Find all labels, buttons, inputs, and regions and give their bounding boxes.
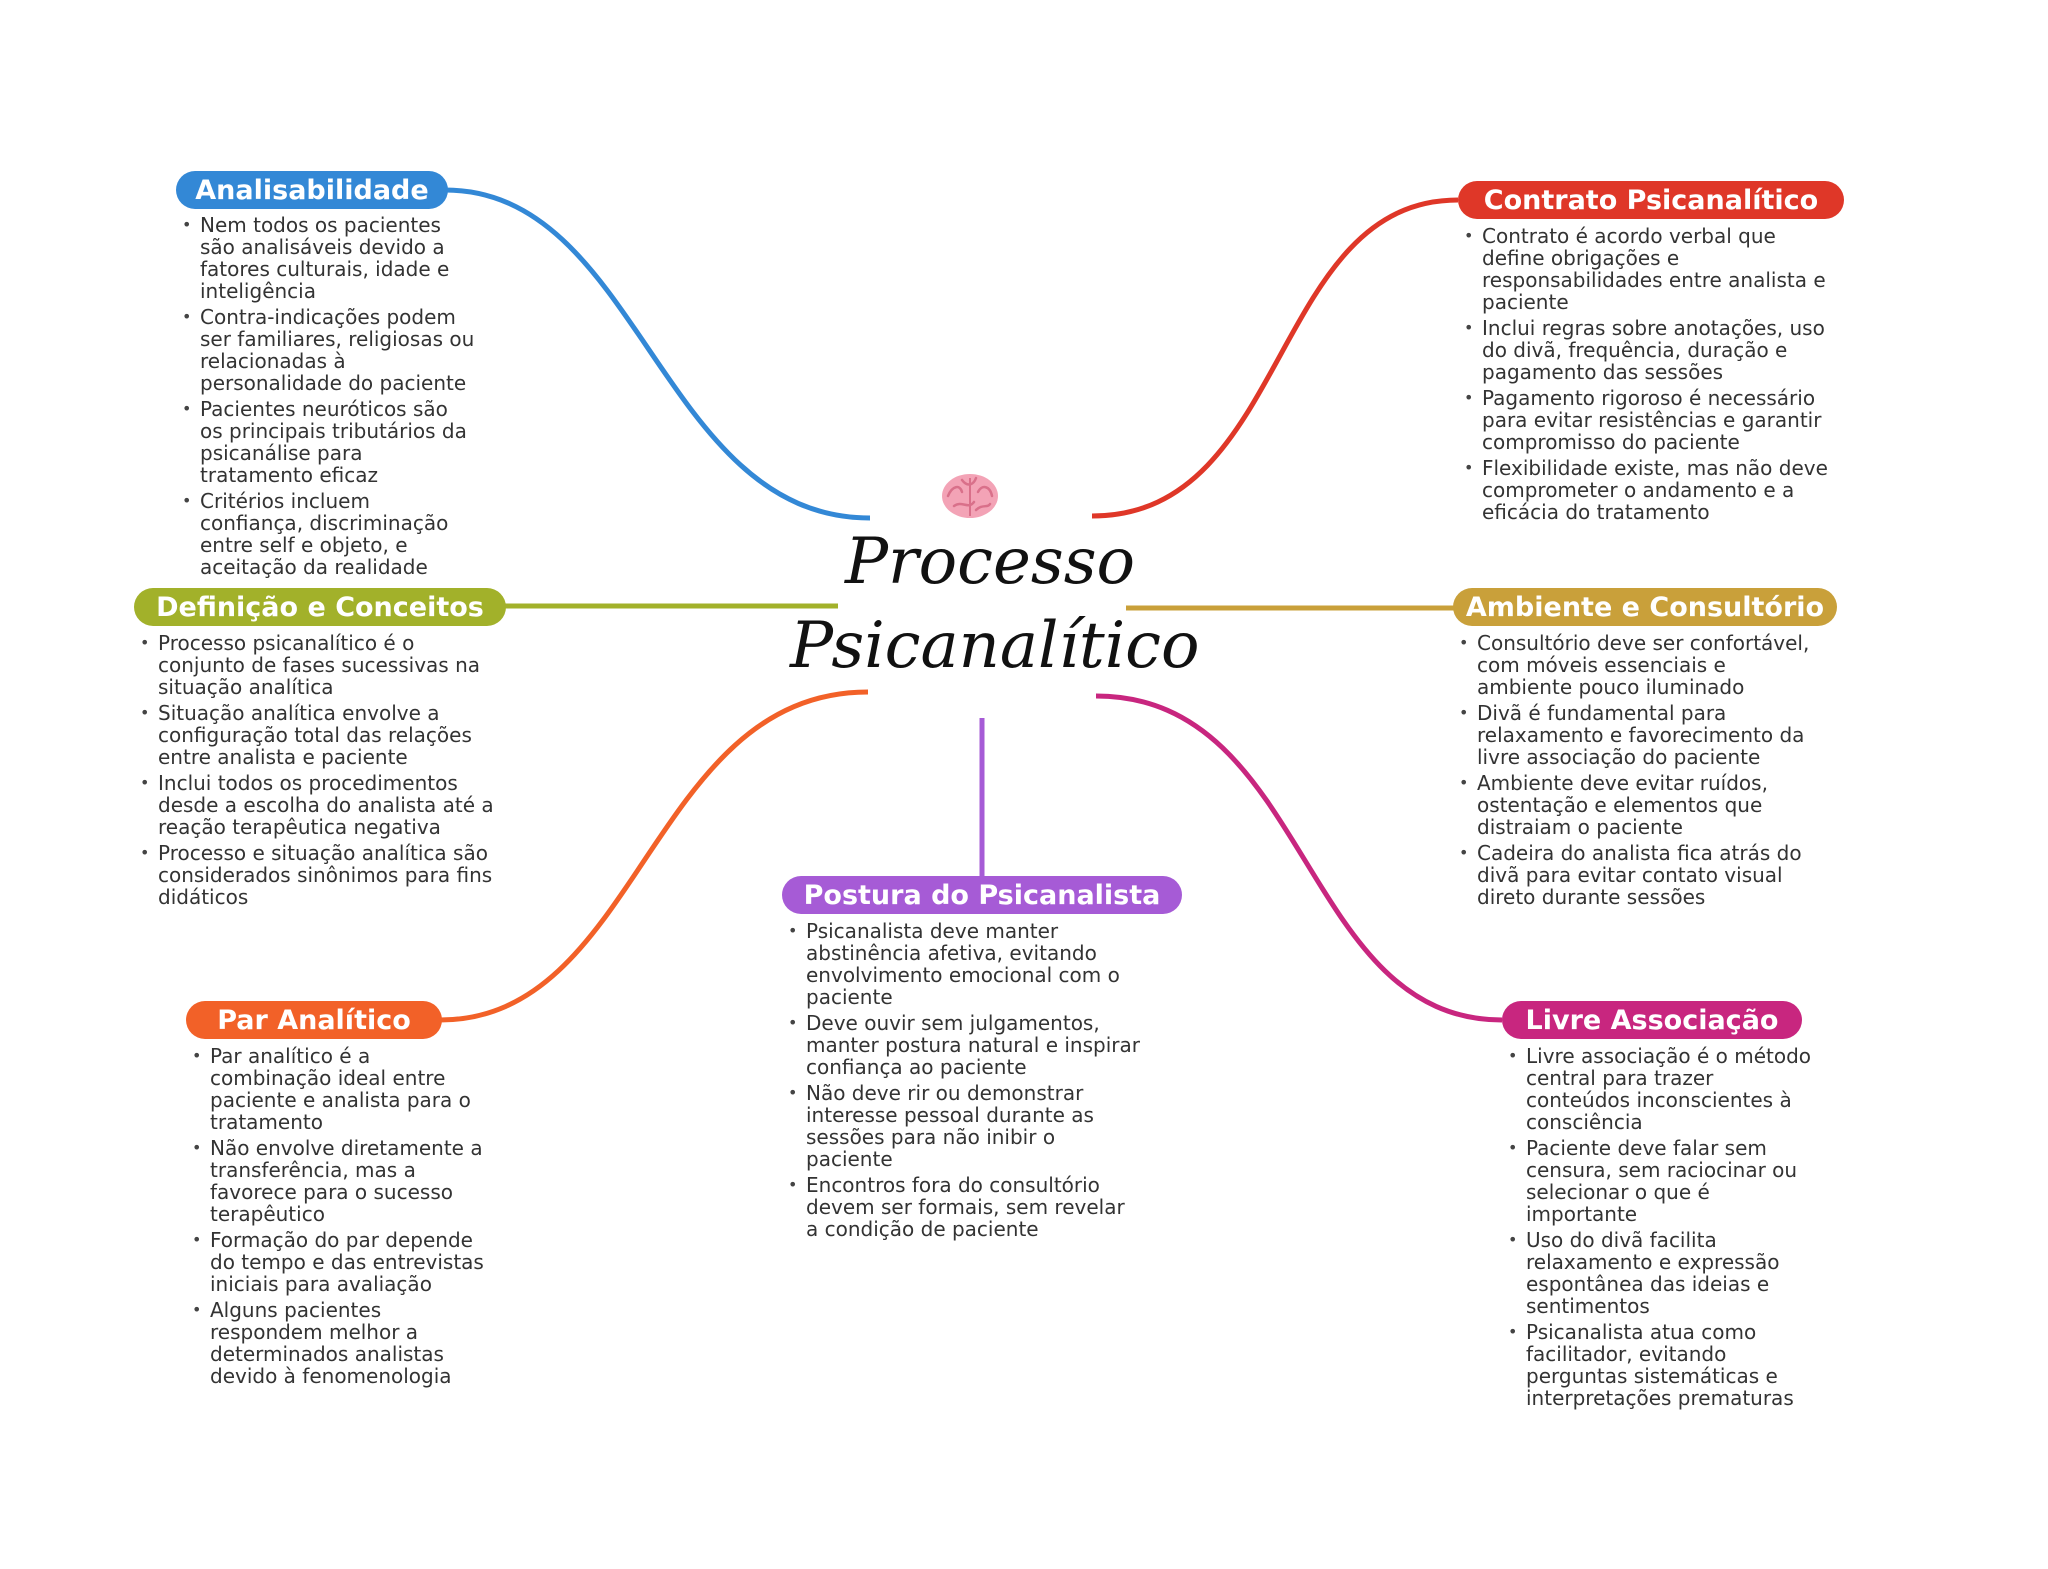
branch-title-par[interactable]: Par Analítico bbox=[186, 1001, 442, 1039]
list-item: Critérios incluem confiança, discriminaç… bbox=[176, 490, 476, 578]
branch-list-ambiente: Consultório deve ser confortável, com mó… bbox=[1453, 632, 1823, 912]
branch-list-par: Par analítico é a combinação ideal entre… bbox=[186, 1045, 486, 1391]
list-item: Processo e situação analítica são consid… bbox=[134, 842, 506, 908]
central-topic: Processo Psicanalítico bbox=[790, 520, 1200, 688]
list-item: Cadeira do analista fica atrás do divã p… bbox=[1453, 842, 1823, 908]
list-item: Paciente deve falar sem censura, sem rac… bbox=[1502, 1137, 1812, 1225]
branch-title-analisabilidade[interactable]: Analisabilidade bbox=[176, 171, 448, 209]
list-item: Ambiente deve evitar ruídos, ostentação … bbox=[1453, 772, 1823, 838]
list-item: Formação do par depende do tempo e das e… bbox=[186, 1229, 486, 1295]
list-item: Não envolve diretamente a transferência,… bbox=[186, 1137, 486, 1225]
list-item: Alguns pacientes respondem melhor a dete… bbox=[186, 1299, 486, 1387]
list-item: Situação analítica envolve a configuraçã… bbox=[134, 702, 506, 768]
branch-title-contrato[interactable]: Contrato Psicanalítico bbox=[1458, 181, 1844, 219]
connector-par bbox=[439, 689, 869, 1023]
connector-contrato bbox=[1091, 197, 1459, 519]
branch-list-analisabilidade: Nem todos os pacientes são analisáveis d… bbox=[176, 214, 476, 582]
list-item: Par analítico é a combinação ideal entre… bbox=[186, 1045, 486, 1133]
branch-list-livre: Livre associação é o método central para… bbox=[1502, 1045, 1812, 1413]
list-item: Contra-indicações podem ser familiares, … bbox=[176, 306, 476, 394]
brain-icon bbox=[942, 474, 998, 518]
list-item: Uso do divã facilita relaxamento e expre… bbox=[1502, 1229, 1812, 1317]
list-item: Divã é fundamental para relaxamento e fa… bbox=[1453, 702, 1823, 768]
list-item: Contrato é acordo verbal que define obri… bbox=[1458, 225, 1844, 313]
branch-title-ambiente[interactable]: Ambiente e Consultório bbox=[1453, 588, 1837, 626]
branch-list-postura: Psicanalista deve manter abstinência afe… bbox=[782, 920, 1142, 1244]
connector-livre bbox=[1095, 693, 1503, 1023]
branch-list-definicao: Processo psicanalítico é o conjunto de f… bbox=[134, 632, 506, 912]
list-item: Encontros fora do consultório devem ser … bbox=[782, 1174, 1142, 1240]
list-item: Processo psicanalítico é o conjunto de f… bbox=[134, 632, 506, 698]
list-item: Pacientes neuróticos são os principais t… bbox=[176, 398, 476, 486]
list-item: Flexibilidade existe, mas não deve compr… bbox=[1458, 457, 1844, 523]
branch-title-definicao[interactable]: Definição e Conceitos bbox=[134, 588, 506, 626]
list-item: Pagamento rigoroso é necessário para evi… bbox=[1458, 387, 1844, 453]
list-item: Deve ouvir sem julgamentos, manter postu… bbox=[782, 1012, 1142, 1078]
list-item: Nem todos os pacientes são analisáveis d… bbox=[176, 214, 476, 302]
list-item: Psicanalista deve manter abstinência afe… bbox=[782, 920, 1142, 1008]
central-title-line2: Psicanalítico bbox=[790, 609, 1200, 683]
branch-title-livre[interactable]: Livre Associação bbox=[1502, 1001, 1802, 1039]
central-title-line1: Processo bbox=[844, 525, 1136, 599]
connector-analisabilidade bbox=[444, 187, 871, 521]
list-item: Psicanalista atua como facilitador, evit… bbox=[1502, 1321, 1812, 1409]
list-item: Inclui todos os procedimentos desde a es… bbox=[134, 772, 506, 838]
list-item: Inclui regras sobre anotações, uso do di… bbox=[1458, 317, 1844, 383]
list-item: Não deve rir ou demonstrar interesse pes… bbox=[782, 1082, 1142, 1170]
list-item: Consultório deve ser confortável, com mó… bbox=[1453, 632, 1823, 698]
branch-title-postura[interactable]: Postura do Psicanalista bbox=[782, 876, 1182, 914]
branch-list-contrato: Contrato é acordo verbal que define obri… bbox=[1458, 225, 1844, 527]
list-item: Livre associação é o método central para… bbox=[1502, 1045, 1812, 1133]
